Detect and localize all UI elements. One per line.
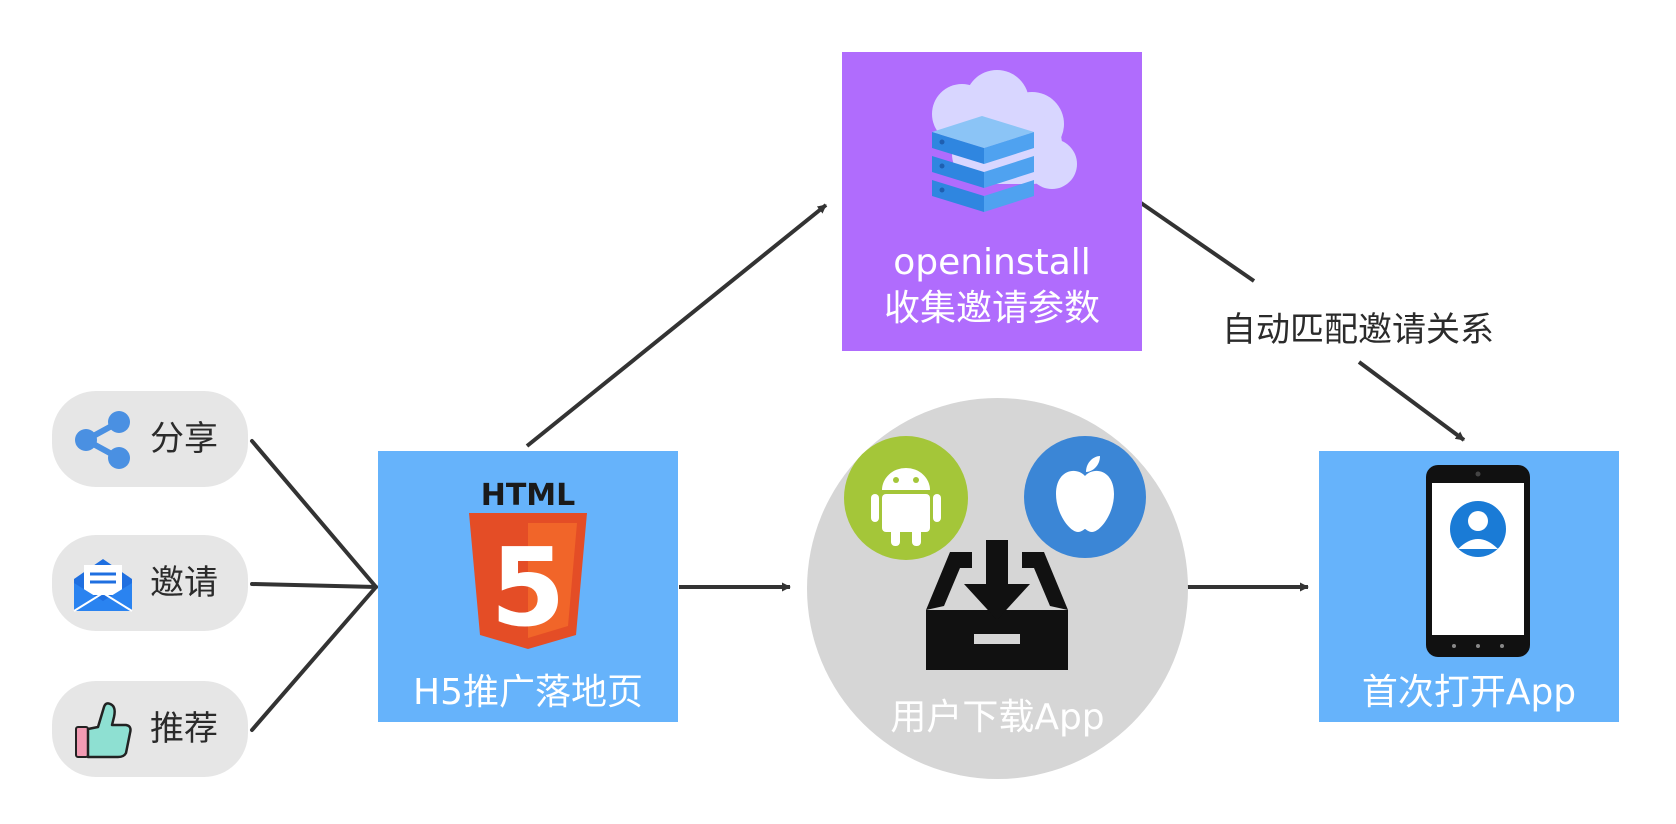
arrow-h5-to-openinstall bbox=[525, 203, 828, 448]
source-invite: 邀请 bbox=[52, 535, 248, 631]
line-invite-to-h5 bbox=[250, 582, 378, 589]
openinstall-label-line2: 收集邀请参数 bbox=[883, 288, 1100, 329]
line-share-to-h5 bbox=[250, 439, 378, 589]
source-invite-label: 邀请 bbox=[150, 563, 218, 603]
line-openinstall-to-label bbox=[1139, 201, 1256, 283]
line-recommend-to-h5 bbox=[250, 585, 378, 732]
thumbs-up-icon bbox=[75, 702, 132, 759]
smartphone-user-icon bbox=[1426, 465, 1530, 657]
html-wordmark: HTML bbox=[481, 478, 576, 513]
html5-digit: 5 bbox=[490, 526, 565, 649]
openinstall-label-line1: openinstall bbox=[893, 242, 1091, 283]
source-share: 分享 bbox=[52, 391, 248, 487]
source-recommend: 推荐 bbox=[52, 681, 248, 777]
download-label: 用户下载App bbox=[890, 697, 1105, 738]
source-share-label: 分享 bbox=[150, 419, 218, 459]
cloud-server-icon bbox=[932, 70, 1077, 212]
arrow-label-to-app bbox=[1357, 360, 1466, 442]
android-icon bbox=[844, 436, 968, 560]
auto-match-label: 自动匹配邀请关系 bbox=[1222, 310, 1494, 350]
open-app-node: 首次打开App bbox=[1319, 451, 1619, 722]
h5-landing-page-node: HTML 5 H5推广落地页 bbox=[378, 451, 678, 722]
share-icon bbox=[75, 411, 130, 469]
h5-landing-page-label: H5推广落地页 bbox=[413, 672, 643, 713]
html5-logo-icon: HTML 5 bbox=[469, 478, 587, 649]
open-app-label: 首次打开App bbox=[1361, 672, 1577, 713]
download-node: 用户下载App bbox=[807, 398, 1188, 779]
apple-icon bbox=[1024, 436, 1146, 558]
openinstall-node: openinstall 收集邀请参数 bbox=[842, 52, 1142, 351]
invitation-envelope-icon bbox=[73, 559, 133, 612]
download-tray-icon bbox=[926, 540, 1068, 670]
source-recommend-label: 推荐 bbox=[150, 709, 218, 749]
